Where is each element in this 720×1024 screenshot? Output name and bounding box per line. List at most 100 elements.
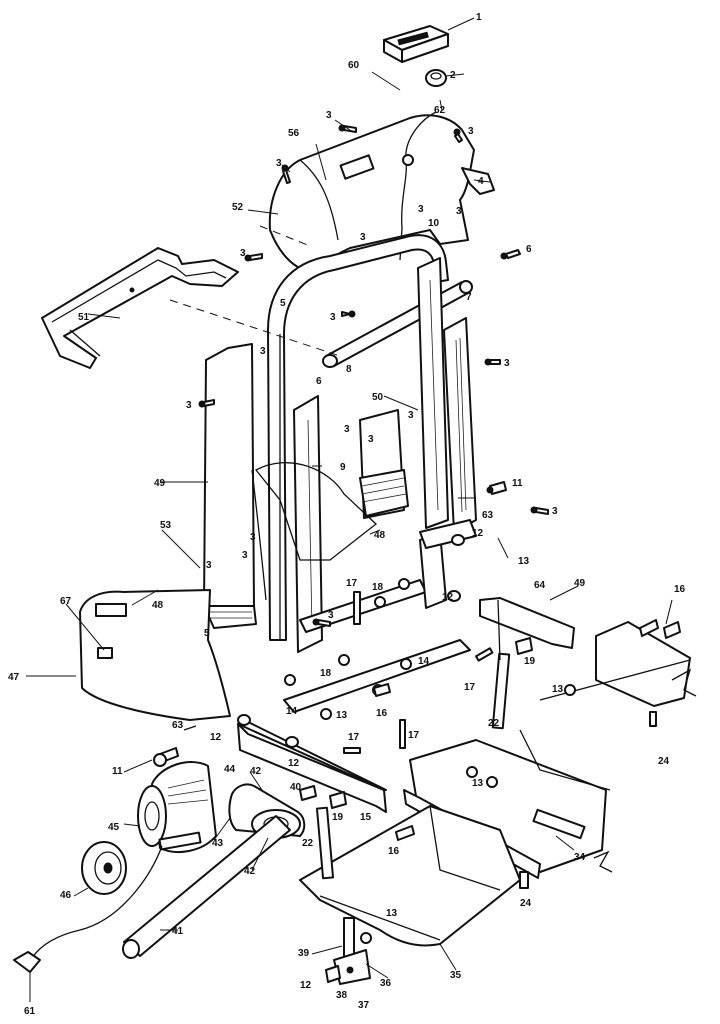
callout-3q: 3 xyxy=(206,560,212,571)
callout-13a: 13 xyxy=(518,556,530,567)
callout-3l: 3 xyxy=(408,410,414,421)
callout-49a: 49 xyxy=(154,478,166,489)
callout-3s: 3 xyxy=(328,610,334,621)
callout-3g: 3 xyxy=(240,248,246,259)
part-51-bag-frame xyxy=(41,247,239,369)
callout-11b: 11 xyxy=(112,766,123,777)
callout-3c: 3 xyxy=(276,158,282,169)
part-22-strut-right xyxy=(491,599,511,730)
callout-67: 67 xyxy=(60,596,72,607)
callout-37: 37 xyxy=(358,1000,370,1011)
part-45-motor xyxy=(137,761,217,853)
callout-6a: 6 xyxy=(526,244,532,255)
guide-line-2 xyxy=(259,225,311,247)
callout-16c: 16 xyxy=(388,846,400,857)
part-35-nozzle-pan xyxy=(299,805,521,947)
callout-47: 47 xyxy=(8,672,20,683)
callout-3d: 3 xyxy=(456,206,462,217)
callout-12c: 12 xyxy=(210,732,222,743)
part-5-handle-tube xyxy=(267,234,449,641)
callout-35: 35 xyxy=(450,970,462,981)
callout-34: 34 xyxy=(574,852,586,863)
callout-3m: 3 xyxy=(344,424,350,435)
callout-18a: 18 xyxy=(372,582,384,593)
callout-42b: 42 xyxy=(244,866,256,877)
part-53-body-cover xyxy=(79,462,377,721)
part-41-axle xyxy=(122,815,291,959)
callout-3n: 3 xyxy=(368,434,374,445)
callout-56: 56 xyxy=(288,128,300,139)
callout-42a: 42 xyxy=(250,766,262,777)
callout-3h: 3 xyxy=(330,312,336,323)
callout-4: 4 xyxy=(478,176,484,187)
fasteners xyxy=(97,124,681,983)
callout-44: 44 xyxy=(224,764,236,775)
callout-19a: 19 xyxy=(524,656,536,667)
callout-63b: 63 xyxy=(172,720,184,731)
callout-60: 60 xyxy=(348,60,360,71)
callout-13c: 13 xyxy=(336,710,348,721)
part-49-left-panel xyxy=(203,343,257,629)
callout-24a: 24 xyxy=(658,756,670,767)
callout-3f: 3 xyxy=(360,232,366,243)
callout-3r: 3 xyxy=(242,550,248,561)
callout-61: 61 xyxy=(24,1006,36,1017)
callout-62: 62 xyxy=(434,105,446,116)
callout-41: 41 xyxy=(172,926,184,937)
callout-12d: 12 xyxy=(288,758,300,769)
part-64-rear-plate xyxy=(479,597,575,649)
callout-12b: 12 xyxy=(442,592,454,603)
leader-lines xyxy=(26,71,673,1002)
callout-48a: 48 xyxy=(374,530,386,541)
callout-52: 52 xyxy=(232,202,244,213)
callout-43: 43 xyxy=(212,838,224,849)
part-1-switch xyxy=(383,17,475,63)
callout-3o: 3 xyxy=(552,506,558,517)
part-46-wheel xyxy=(81,841,127,895)
part-62-connector xyxy=(402,154,414,166)
callout-3e: 3 xyxy=(418,204,424,215)
callout-2: 2 xyxy=(450,70,456,81)
callout-13e: 13 xyxy=(386,908,398,919)
part-50-rail-right xyxy=(417,257,449,529)
callout-16b: 16 xyxy=(376,708,388,719)
callout-14a: 14 xyxy=(418,656,430,667)
callout-13d: 13 xyxy=(472,778,484,789)
callout-5b: 5 xyxy=(204,628,210,639)
callout-3b: 3 xyxy=(468,126,474,137)
callout-3i: 3 xyxy=(260,346,266,357)
callout-12a: 12 xyxy=(472,528,484,539)
callout-13b: 13 xyxy=(552,684,564,695)
callout-53: 53 xyxy=(160,520,172,531)
callout-labels: 1 2 60 62 3 3 56 3 4 3 3 10 52 3 3 6 7 5… xyxy=(8,12,686,1017)
part-frame-rails xyxy=(283,519,477,713)
callout-48b: 48 xyxy=(152,600,164,611)
callout-49b: 49 xyxy=(574,578,586,589)
callout-17d: 17 xyxy=(348,732,360,743)
callout-64: 64 xyxy=(534,580,546,591)
callout-18b: 18 xyxy=(320,668,332,679)
callout-63a: 63 xyxy=(482,510,494,521)
callout-45: 45 xyxy=(108,822,120,833)
part-61-cord xyxy=(13,845,163,973)
callout-6b: 6 xyxy=(316,376,322,387)
callout-15: 15 xyxy=(360,812,372,823)
callout-12e: 12 xyxy=(300,980,312,991)
callout-5a: 5 xyxy=(280,298,286,309)
callout-3a: 3 xyxy=(326,110,332,121)
callout-51: 51 xyxy=(78,312,90,323)
callout-7: 7 xyxy=(466,292,472,303)
callout-3p: 3 xyxy=(250,532,256,543)
callout-11a: 11 xyxy=(512,478,523,489)
part-3-side-cover-right xyxy=(443,317,477,533)
callout-17b: 17 xyxy=(464,682,476,693)
callout-16a: 16 xyxy=(674,584,686,595)
part-2-knob xyxy=(425,69,465,87)
callout-3j: 3 xyxy=(504,358,510,369)
guide-line-1 xyxy=(169,299,341,357)
callout-17a: 17 xyxy=(346,578,358,589)
callout-9: 9 xyxy=(340,462,346,473)
callout-24b: 24 xyxy=(520,898,532,909)
callout-17c: 17 xyxy=(408,730,420,741)
